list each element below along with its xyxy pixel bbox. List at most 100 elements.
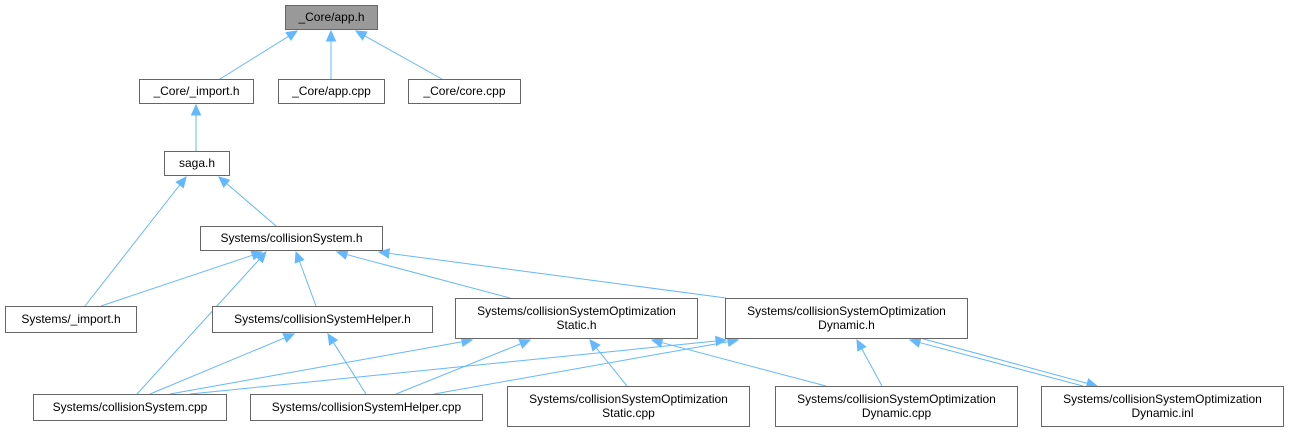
node-box <box>250 394 483 421</box>
edge-line <box>84 184 181 307</box>
node-csod_h[interactable]: Systems/collisionSystemOptimizationDynam… <box>725 298 968 339</box>
arrowhead <box>175 176 187 189</box>
node-label: Systems/_import.h <box>21 312 120 326</box>
arrowhead <box>354 30 368 41</box>
node-app_cpp[interactable]: _Core/app.cpp <box>278 79 385 104</box>
node-sys_import_h[interactable]: Systems/_import.h <box>5 306 137 333</box>
node-box <box>212 306 433 333</box>
node-csos_h[interactable]: Systems/collisionSystemOptimizationStati… <box>455 298 698 339</box>
node-box <box>278 79 385 104</box>
edge-line <box>226 183 277 227</box>
node-csod_cpp[interactable]: Systems/collisionSystemOptimizationDynam… <box>775 386 1018 427</box>
node-label: Systems/collisionSystemOptimization <box>1063 392 1262 406</box>
arrowhead <box>856 338 867 352</box>
node-label: Systems/collisionSystemOptimization <box>797 392 996 406</box>
arrowhead <box>285 30 299 42</box>
node-label: _Core/app.cpp <box>291 84 371 98</box>
edge-csod_h-to-csod_inl <box>919 337 1099 389</box>
edge-sys_import_h-to-saga_h <box>84 176 187 307</box>
edge-line <box>189 340 717 395</box>
edge-csos_cpp-to-csos_h <box>589 339 628 387</box>
arrowhead <box>908 337 922 348</box>
edge-csod_cpp-to-csod_h <box>856 338 883 387</box>
node-import_h[interactable]: _Core/_import.h <box>139 79 254 104</box>
edge-cs_cpp-to-csod_h <box>189 335 728 395</box>
node-label: Dynamic.inl <box>1131 406 1193 420</box>
node-box <box>725 298 968 339</box>
node-label: Static.cpp <box>602 406 655 420</box>
arrowhead <box>255 251 267 264</box>
edge-saga_h-to-import_h <box>190 103 202 151</box>
edge-line <box>332 342 367 395</box>
edge-line <box>100 254 253 307</box>
edge-sys_import_h-to-cs_h <box>100 250 264 307</box>
node-csh_h[interactable]: Systems/collisionSystemHelper.h <box>212 306 433 333</box>
edge-app_cpp-to-app_h <box>325 29 337 79</box>
arrowhead <box>518 339 532 349</box>
edge-line <box>861 348 883 387</box>
node-csh_cpp[interactable]: Systems/collisionSystemHelper.cpp <box>250 394 483 421</box>
edge-line <box>346 254 511 299</box>
node-csod_inl[interactable]: Systems/collisionSystemOptimizationDynam… <box>1041 386 1284 427</box>
node-label: Systems/collisionSystem.cpp <box>53 400 208 414</box>
edge-line <box>433 341 729 395</box>
node-app_h: _Core/app.h <box>285 5 378 30</box>
edge-import_h-to-app_h <box>219 30 299 80</box>
edge-line <box>364 35 443 80</box>
edge-core_cpp-to-app_h <box>354 30 443 80</box>
node-box <box>285 5 378 30</box>
edge-csh_h-to-cs_h <box>294 250 317 307</box>
node-box <box>33 394 227 421</box>
node-label: Systems/collisionSystemOptimization <box>747 304 946 318</box>
edge-line <box>299 261 317 307</box>
arrowhead <box>218 176 231 188</box>
node-label: saga.h <box>179 156 215 170</box>
arrowhead <box>589 339 601 352</box>
node-label: Systems/collisionSystemHelper.h <box>234 312 411 326</box>
node-label: _Core/app.h <box>297 10 364 24</box>
edge-cs_cpp-to-csh_h <box>149 333 296 395</box>
edge-line <box>919 337 1088 384</box>
node-box <box>455 298 698 339</box>
arrowhead <box>282 333 296 343</box>
node-cs_cpp[interactable]: Systems/collisionSystem.cpp <box>33 394 227 421</box>
arrowhead <box>294 250 305 264</box>
edge-line <box>661 342 827 387</box>
node-label: Dynamic.h <box>818 318 875 332</box>
edge-csh_cpp-to-csod_h <box>433 336 740 395</box>
arrowhead <box>190 103 202 116</box>
arrowhead <box>327 332 339 346</box>
arrowhead <box>325 29 337 42</box>
node-label: _Core/core.cpp <box>422 84 505 98</box>
node-label: Systems/collisionSystemOptimization <box>477 304 676 318</box>
arrowhead <box>377 248 391 259</box>
node-label: Systems/collisionSystemHelper.cpp <box>272 400 462 414</box>
node-label: Dynamic.cpp <box>862 406 932 420</box>
node-box <box>408 79 521 104</box>
edge-cs_cpp-to-cs_h <box>136 251 267 395</box>
edge-line <box>136 259 260 395</box>
arrowhead <box>335 249 349 260</box>
node-label: Static.h <box>556 318 596 332</box>
edge-line <box>388 252 727 299</box>
node-box <box>507 386 750 427</box>
node-core_cpp[interactable]: _Core/core.cpp <box>408 79 521 104</box>
edge-cs_cpp-to-csos_h <box>169 336 474 395</box>
edge-line <box>219 35 289 80</box>
edge-csod_h-to-cs_h <box>377 248 727 299</box>
edge-csh_cpp-to-csos_h <box>395 339 532 395</box>
node-label: _Core/_import.h <box>152 84 239 98</box>
node-box <box>775 386 1018 427</box>
edge-csh_cpp-to-csh_h <box>327 332 367 395</box>
edge-line <box>395 343 521 395</box>
node-csos_cpp[interactable]: Systems/collisionSystemOptimizationStati… <box>507 386 750 427</box>
node-cs_h[interactable]: Systems/collisionSystem.h <box>200 226 383 251</box>
edge-csod_cpp-to-csos_h <box>650 337 827 387</box>
edge-csod_inl-to-csod_h <box>908 337 1084 387</box>
node-box <box>164 151 230 176</box>
edge-line <box>149 337 285 395</box>
node-box <box>5 306 137 333</box>
node-saga_h[interactable]: saga.h <box>164 151 230 176</box>
node-box <box>1041 386 1284 427</box>
